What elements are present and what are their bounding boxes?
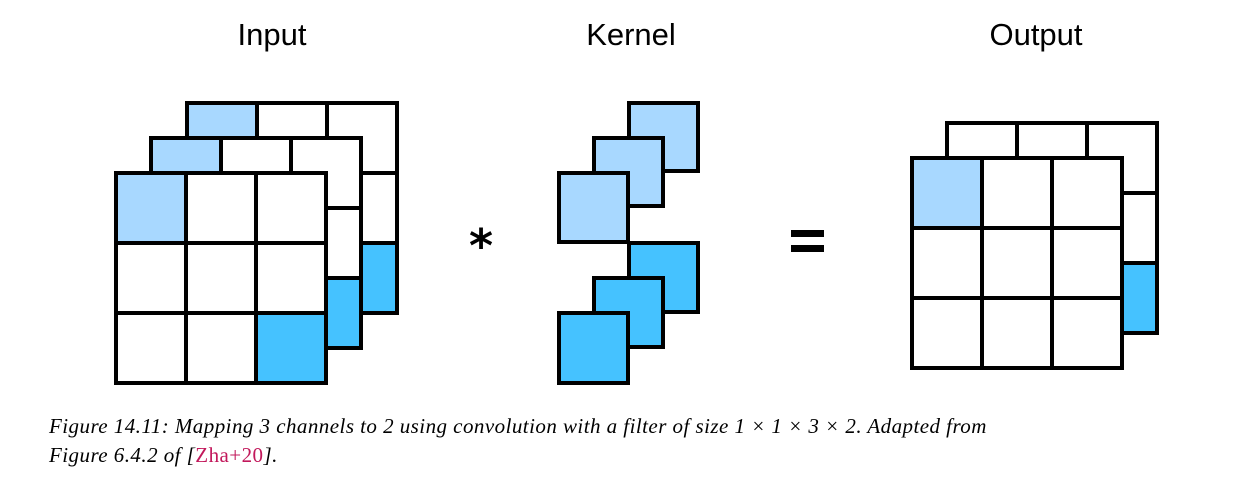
kernel-tensor xyxy=(557,101,700,385)
output-channel-1-highlight-cell xyxy=(910,156,984,230)
equals-operator xyxy=(791,230,824,252)
convolution-diagram: Input Kernel Output xyxy=(114,17,1159,385)
kernel-filter-1-channel-1 xyxy=(557,171,630,244)
output-channel-1 xyxy=(910,156,1124,370)
figure-caption: Figure 14.11: Mapping 3 channels to 2 us… xyxy=(49,412,1244,470)
output-label: Output xyxy=(989,17,1082,52)
input-channel-1 xyxy=(114,171,328,385)
citation-link[interactable]: Zha+20 xyxy=(195,443,264,467)
equals-operator-text: = xyxy=(807,254,808,256)
input-tensor xyxy=(114,101,399,385)
kernel-filter-1 xyxy=(557,101,700,244)
kernel-label: Kernel xyxy=(586,17,676,52)
kernel-filter-2 xyxy=(557,241,700,385)
kernel-filter-2-channel-1 xyxy=(557,311,630,385)
input-channel-1-first-cell xyxy=(114,171,188,245)
input-channel-1-last-cell xyxy=(254,311,328,385)
input-label: Input xyxy=(238,17,307,52)
caption-line-2-suffix: ]. xyxy=(263,443,278,467)
caption-line-2-prefix: Figure 6.4.2 of [ xyxy=(49,443,196,467)
convolution-operator: * xyxy=(469,219,493,273)
caption-line-1: Figure 14.11: Mapping 3 channels to 2 us… xyxy=(49,414,987,438)
caption-line-2: Figure 6.4.2 of [Zha+20]. xyxy=(49,441,1244,470)
output-tensor xyxy=(910,121,1159,370)
